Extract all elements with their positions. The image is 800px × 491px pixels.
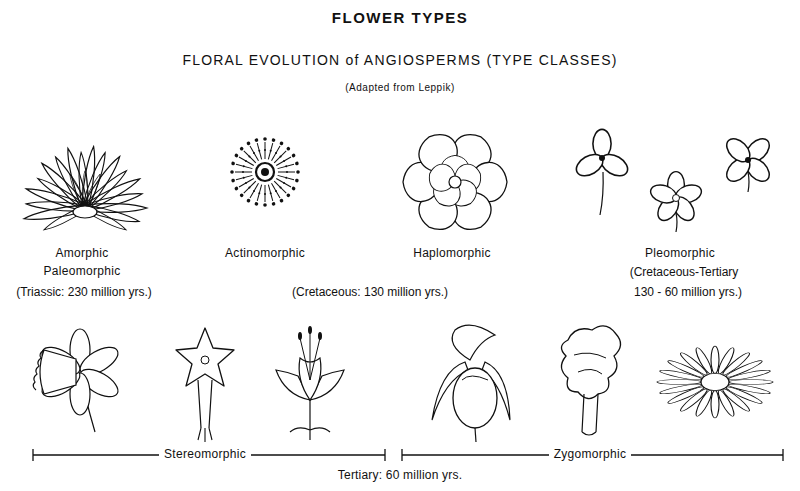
daffodil-flower	[33, 329, 122, 432]
age-note: (Cretaceous-Tertiary	[630, 266, 739, 280]
diagram-title: FLOWER TYPES	[332, 9, 468, 26]
haplomorphic-flower	[403, 127, 507, 237]
type-name: Actinomorphic	[225, 247, 305, 261]
age-note: 130 - 60 million yrs.)	[634, 286, 742, 300]
pleomorphic-flowers	[573, 129, 774, 232]
type-name: Haplomorphic	[413, 247, 491, 261]
type-name: Paleomorphic	[44, 265, 121, 279]
lily-flower	[276, 326, 344, 440]
amorphic-flower	[23, 146, 147, 233]
range-brackets	[33, 449, 783, 461]
age-note: Tertiary: 60 million yrs.	[338, 469, 462, 483]
group-name: Zygomorphic	[549, 448, 632, 462]
actinomorphic-flower	[230, 137, 300, 207]
tube-flower	[176, 328, 234, 442]
type-name: Amorphic	[55, 247, 108, 261]
source-note: (Adapted from Leppik)	[345, 82, 454, 94]
subtitle: FLORAL EVOLUTION of ANGIOSPERMS (TYPE CL…	[182, 52, 617, 68]
age-note: (Triassic: 230 million yrs.)	[16, 286, 152, 300]
age-note: (Cretaceous: 130 million yrs.)	[292, 286, 448, 300]
group-name: Stereomorphic	[159, 448, 251, 462]
lady-slipper-flower	[432, 325, 510, 442]
type-name: Pleomorphic	[645, 247, 715, 261]
snapdragon-flower	[561, 326, 620, 435]
daisy-flower	[657, 346, 773, 418]
